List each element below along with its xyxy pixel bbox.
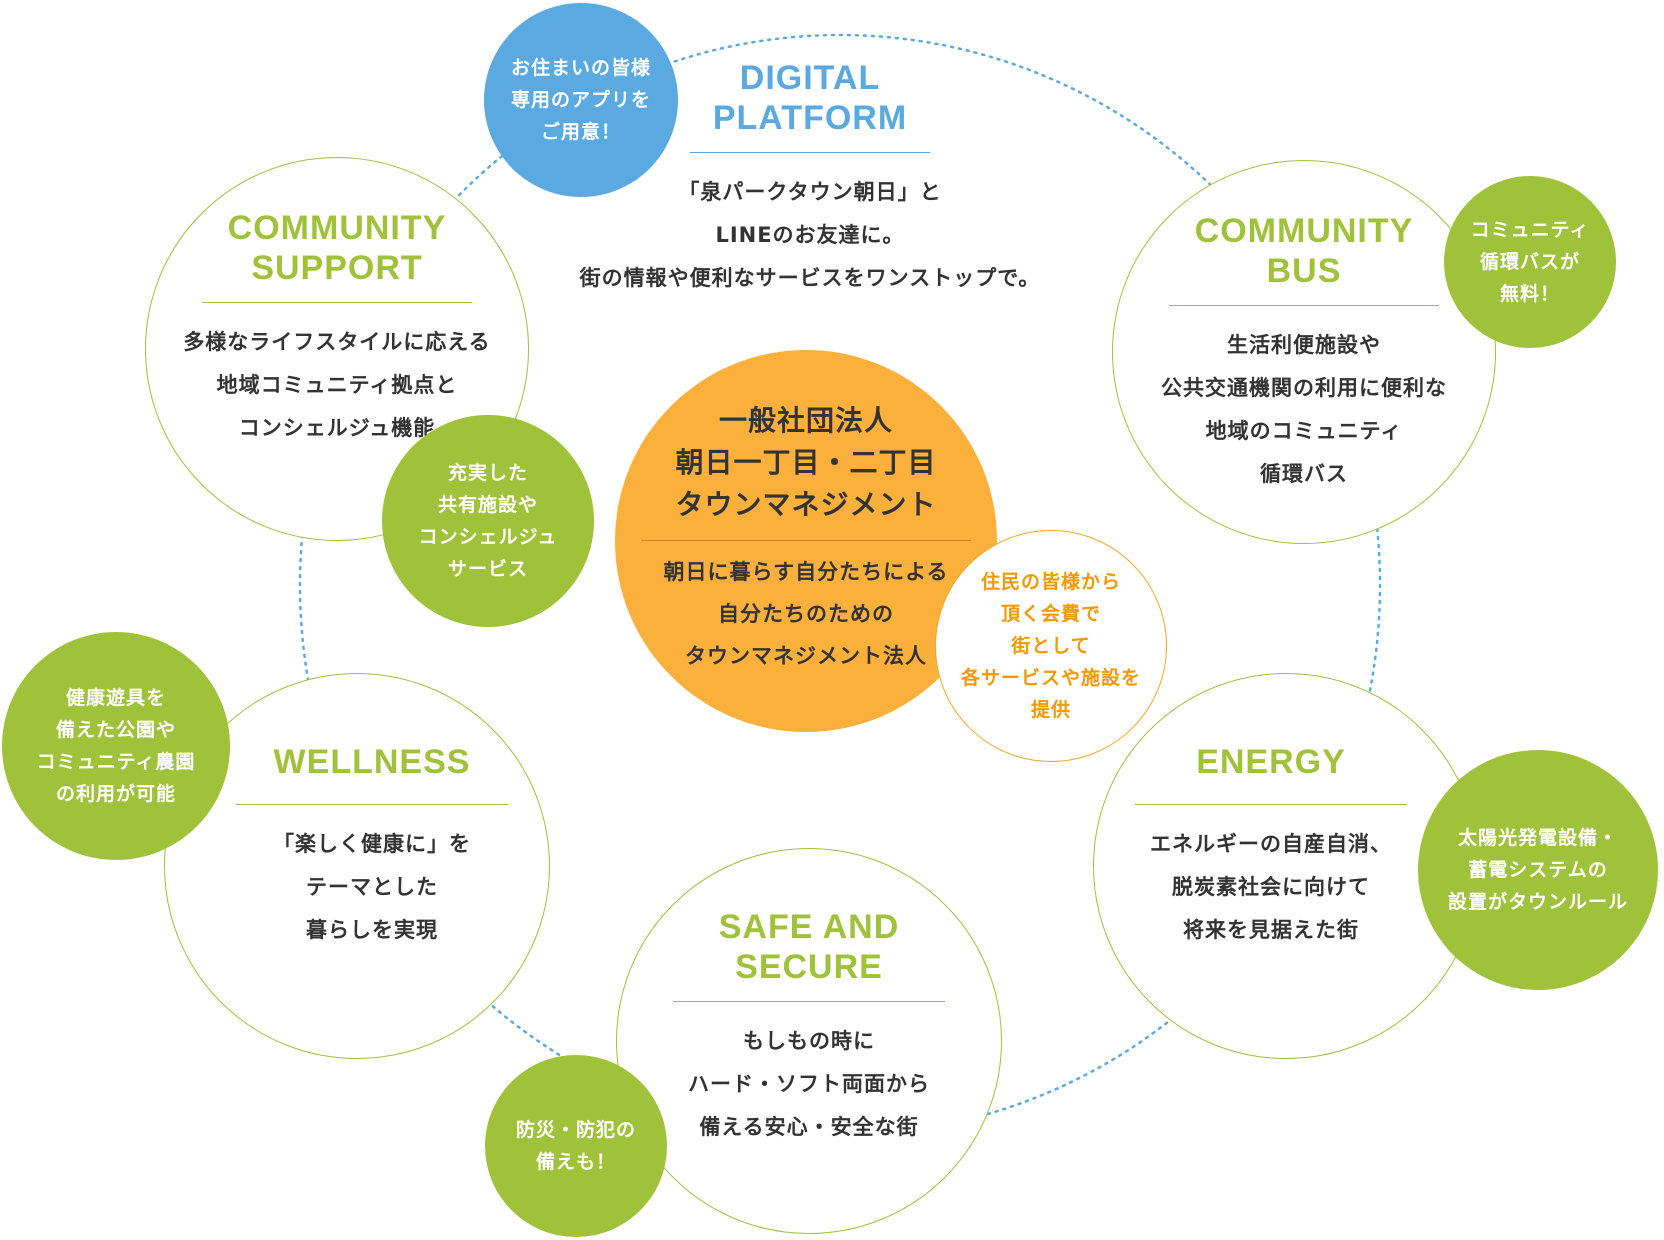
center-title: 一般社団法人 朝日一丁目・二丁目 タウンマネジメント: [675, 405, 937, 520]
wellness-title: WELLNESS: [273, 743, 471, 781]
community-bus-badge-text: コミュニティ 循環バスが 無料！: [1470, 219, 1590, 305]
center-badge: 住民の皆様から 頂く会費で 街として 各サービスや施設を 提供: [935, 530, 1167, 762]
digital-platform-title: DIGITAL PLATFORM: [712, 59, 908, 137]
safe-secure-node: SAFE AND SECURE もしもの時に ハード・ソフト両面から 備える安心…: [616, 848, 1002, 1234]
community-support-desc: 多様なライフスタイルに応える 地域コミュニティ拠点と コンシェルジュ機能: [183, 330, 491, 440]
community-support-title: COMMUNITY SUPPORT: [227, 209, 447, 287]
wellness-badge: 健康遊具を 備えた公園や コミュニティ農園 の利用が可能: [2, 632, 230, 860]
center-desc: 朝日に暮らす自分たちによる 自分たちのための タウンマネジメント法人: [663, 560, 949, 668]
digital-platform-section: DIGITAL PLATFORM 「泉パークタウン朝日」と LINEのお友達に。…: [540, 58, 1080, 300]
safe-secure-rule: [673, 1001, 945, 1002]
wellness-desc: 「楽しく健康に」を テーマとした 暮らしを実現: [273, 832, 471, 942]
community-support-badge: 充実した 共有施設や コンシェルジュ サービス: [382, 415, 594, 627]
center-node: 一般社団法人 朝日一丁目・二丁目 タウンマネジメント 朝日に暮らす自分たちによる…: [615, 350, 997, 732]
community-bus-node: COMMUNITY BUS 生活利便施設や 公共交通機関の利用に便利な 地域のコ…: [1112, 160, 1496, 544]
digital-platform-badge: お住まいの皆様 専用のアプリを ご用意！: [484, 3, 678, 197]
digital-platform-badge-text: お住まいの皆様 専用のアプリを ご用意！: [510, 57, 651, 143]
community-bus-desc: 生活利便施設や 公共交通機関の利用に便利な 地域のコミュニティ 循環バス: [1161, 333, 1447, 486]
safe-secure-badge: 防災・防犯の 備えも！: [485, 1055, 667, 1237]
center-rule: [641, 540, 971, 541]
energy-badge: 太陽光発電設備・ 蓄電システムの 設置がタウンルール: [1418, 750, 1658, 990]
digital-platform-desc: 「泉パークタウン朝日」と LINEのお友達に。 街の情報や便利なサービスをワンス…: [579, 180, 1041, 290]
energy-desc: エネルギーの自産自消、 脱炭素社会に向けて 将来を見据えた街: [1150, 832, 1392, 942]
safe-secure-title: SAFE AND SECURE: [718, 908, 900, 986]
energy-node: ENERGY エネルギーの自産自消、 脱炭素社会に向けて 将来を見据えた街: [1093, 673, 1479, 1059]
wellness-rule: [236, 804, 508, 805]
energy-badge-text: 太陽光発電設備・ 蓄電システムの 設置がタウンルール: [1447, 827, 1628, 913]
safe-secure-badge-text: 防災・防犯の 備えも！: [515, 1119, 636, 1173]
community-support-rule: [202, 302, 472, 303]
community-bus-rule: [1169, 305, 1439, 306]
safe-secure-desc: もしもの時に ハード・ソフト両面から 備える安心・安全な街: [688, 1029, 930, 1139]
digital-platform-rule: [690, 152, 930, 153]
center-badge-text: 住民の皆様から 頂く会費で 街として 各サービスや施設を 提供: [960, 571, 1141, 721]
wellness-badge-text: 健康遊具を 備えた公園や コミュニティ農園 の利用が可能: [36, 687, 196, 805]
community-bus-badge: コミュニティ 循環バスが 無料！: [1444, 176, 1616, 348]
energy-title: ENERGY: [1196, 743, 1346, 781]
community-support-badge-text: 充実した 共有施設や コンシェルジュ サービス: [418, 462, 558, 580]
energy-rule: [1135, 804, 1407, 805]
community-bus-title: COMMUNITY BUS: [1194, 212, 1414, 290]
